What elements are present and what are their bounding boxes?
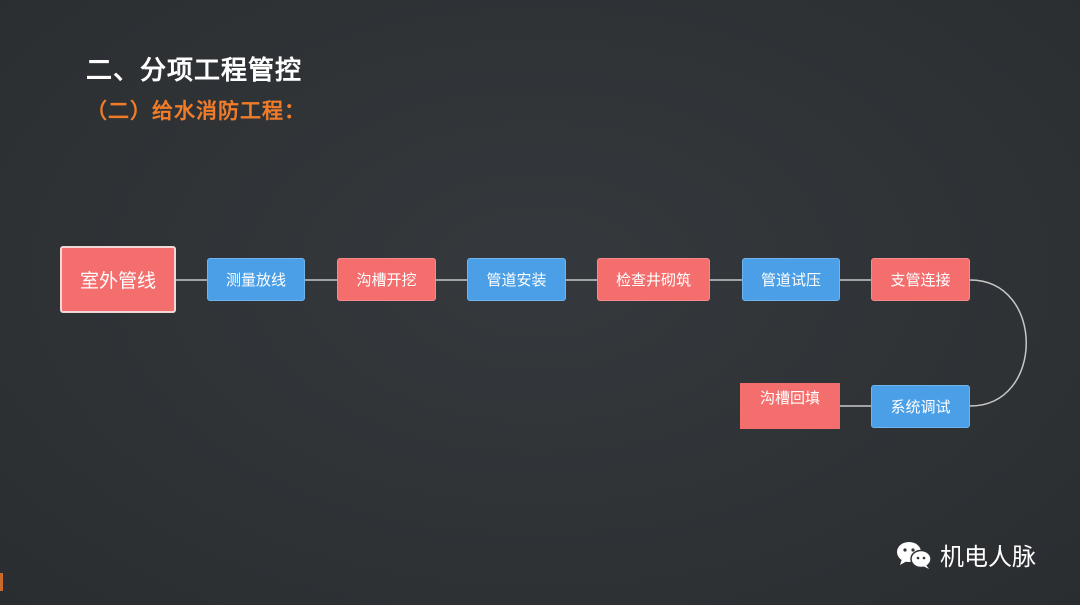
- wechat-icon: [897, 541, 932, 569]
- corner-accent: [0, 573, 3, 591]
- flow-step-pipe-installation: 管道安装: [467, 258, 566, 301]
- page-title: 二、分项工程管控: [86, 56, 303, 86]
- page-subtitle: （二）给水消防工程：: [86, 99, 306, 123]
- flow-step-system-commissioning: 系统调试: [871, 385, 970, 428]
- flow-start-box: 室外管线: [60, 246, 176, 313]
- flow-step-branch-connection: 支管连接: [871, 258, 970, 301]
- footer-watermark: 机电人脉: [896, 537, 1036, 572]
- footer-text: 机电人脉: [940, 544, 1036, 571]
- flow-step-trench-backfill: 沟槽回填: [740, 383, 840, 429]
- flow-step-pressure-test: 管道试压: [742, 258, 840, 301]
- flow-step-manhole-masonry: 检查井砌筑: [597, 258, 710, 301]
- flow-step-survey: 测量放线: [207, 258, 305, 301]
- flow-step-trench-excavation: 沟槽开挖: [337, 258, 436, 301]
- connector-6-7-curve: [969, 279, 1027, 407]
